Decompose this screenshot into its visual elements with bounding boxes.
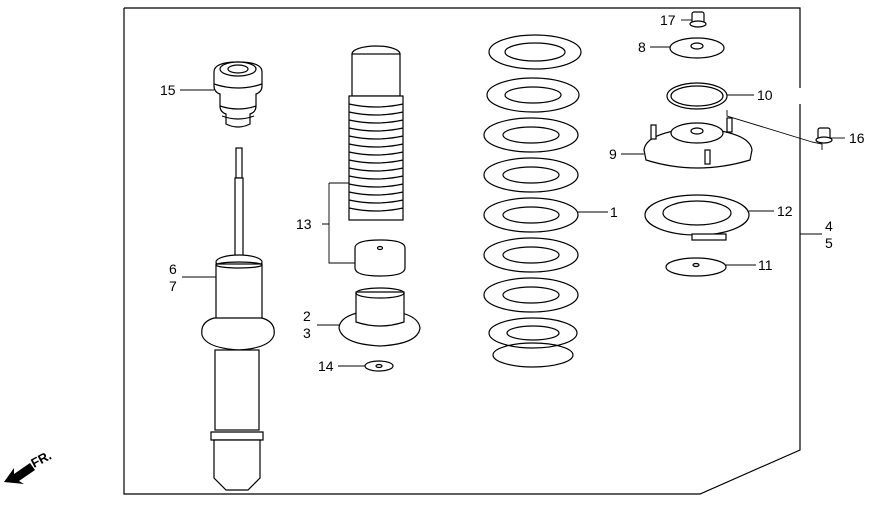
callout-12: 12: [777, 203, 793, 219]
callout-3: 3: [303, 325, 311, 341]
flange-nut-part: [726, 110, 833, 150]
washer-part: [364, 360, 394, 372]
callout-6: 6: [169, 261, 177, 277]
leader-lines: [180, 19, 845, 367]
callout-9: 9: [609, 146, 617, 162]
callout-2: 2: [303, 308, 311, 324]
callout-4: 4: [825, 218, 833, 234]
assembly-boundary: [123, 7, 801, 495]
upper-spring-seat-part: [644, 194, 750, 241]
callout-5: 5: [825, 235, 833, 251]
arrow-down-left-icon: [4, 463, 35, 484]
callout-11: 11: [758, 257, 773, 273]
callout-8: 8: [638, 39, 646, 55]
dust-cover-part: [348, 45, 406, 277]
lower-spring-seat-part: [338, 287, 421, 347]
o-ring-part: [666, 82, 728, 110]
callout-7: 7: [169, 278, 177, 294]
callout-labels: 15 6 7 13 2 3 14 1 17 8 10 9 16 12 4 5 1…: [160, 12, 865, 374]
nut-part-17: [689, 11, 707, 28]
callout-14: 14: [318, 358, 334, 374]
front-direction-indicator: FR.: [4, 448, 54, 484]
callout-1: 1: [610, 204, 618, 220]
shock-absorber-part: [201, 147, 275, 491]
bump-plate-part: [665, 257, 727, 277]
coil-spring-part: [483, 34, 582, 368]
callout-13: 13: [296, 216, 312, 232]
callout-15: 15: [160, 82, 176, 98]
callout-10: 10: [757, 87, 773, 103]
callout-17: 17: [660, 12, 676, 28]
mount-washer-part: [669, 37, 725, 59]
bump-stop-rubber-part: [213, 61, 263, 128]
mount-base-part: [643, 117, 753, 169]
callout-16: 16: [849, 130, 865, 146]
